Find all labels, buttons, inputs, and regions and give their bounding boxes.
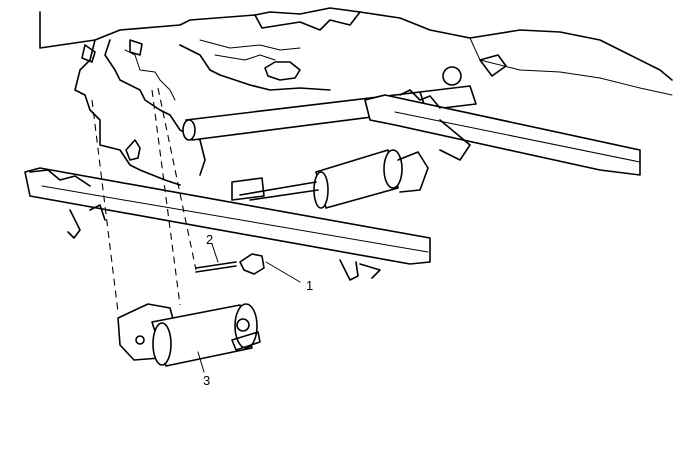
frame-rail-front (24, 167, 431, 281)
callout-1: 1 (306, 278, 314, 293)
frame-rail-right (364, 54, 641, 176)
shock-absorber (231, 149, 429, 209)
callout-2: 2 (206, 232, 214, 247)
callout-3: 3 (203, 373, 211, 388)
engine-block (39, 7, 673, 186)
alignment-lines (91, 87, 197, 313)
mounting-bolt (195, 261, 237, 273)
starter-motor (117, 303, 261, 367)
leader-lines (197, 243, 301, 373)
mounting-nut (239, 253, 265, 275)
